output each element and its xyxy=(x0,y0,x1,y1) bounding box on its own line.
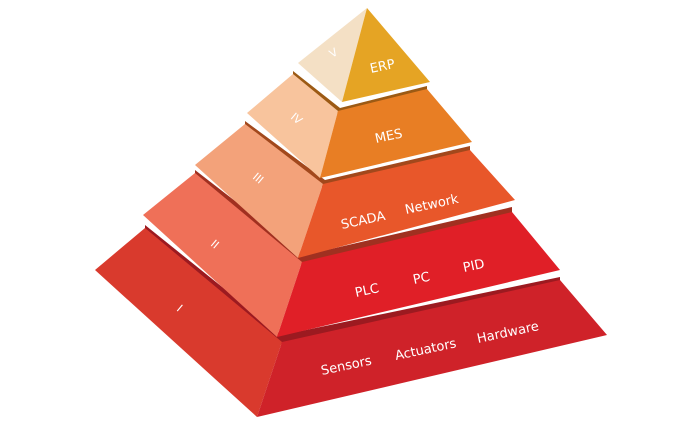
level-5-item: ERP xyxy=(369,57,397,77)
level-4-right-face xyxy=(320,89,472,178)
level-3-shadow xyxy=(245,121,470,188)
level-3: III SCADA Network xyxy=(195,121,515,258)
level-4: IV MES xyxy=(247,71,472,178)
level-2-item: PID xyxy=(462,257,486,276)
level-4-item: MES xyxy=(374,126,404,146)
level-3-left-face xyxy=(195,124,323,258)
level-1-numeral: I xyxy=(174,302,185,314)
level-2-right-face xyxy=(277,212,560,337)
level-5: V ERP xyxy=(298,8,430,102)
level-4-left-face xyxy=(247,74,338,178)
level-2-item: PLC xyxy=(354,281,381,301)
level-5-right-face xyxy=(342,8,430,102)
level-2-item: PC xyxy=(412,270,432,288)
level-5-left-face xyxy=(298,8,367,102)
level-1: I Sensors Actuators Hardware xyxy=(95,225,607,417)
level-2-left-face xyxy=(143,173,302,337)
level-3-right-face xyxy=(298,150,515,258)
level-1-right-face xyxy=(257,280,607,417)
level-2: II PLC PC PID xyxy=(143,170,560,337)
level-1-left-face xyxy=(95,228,282,417)
